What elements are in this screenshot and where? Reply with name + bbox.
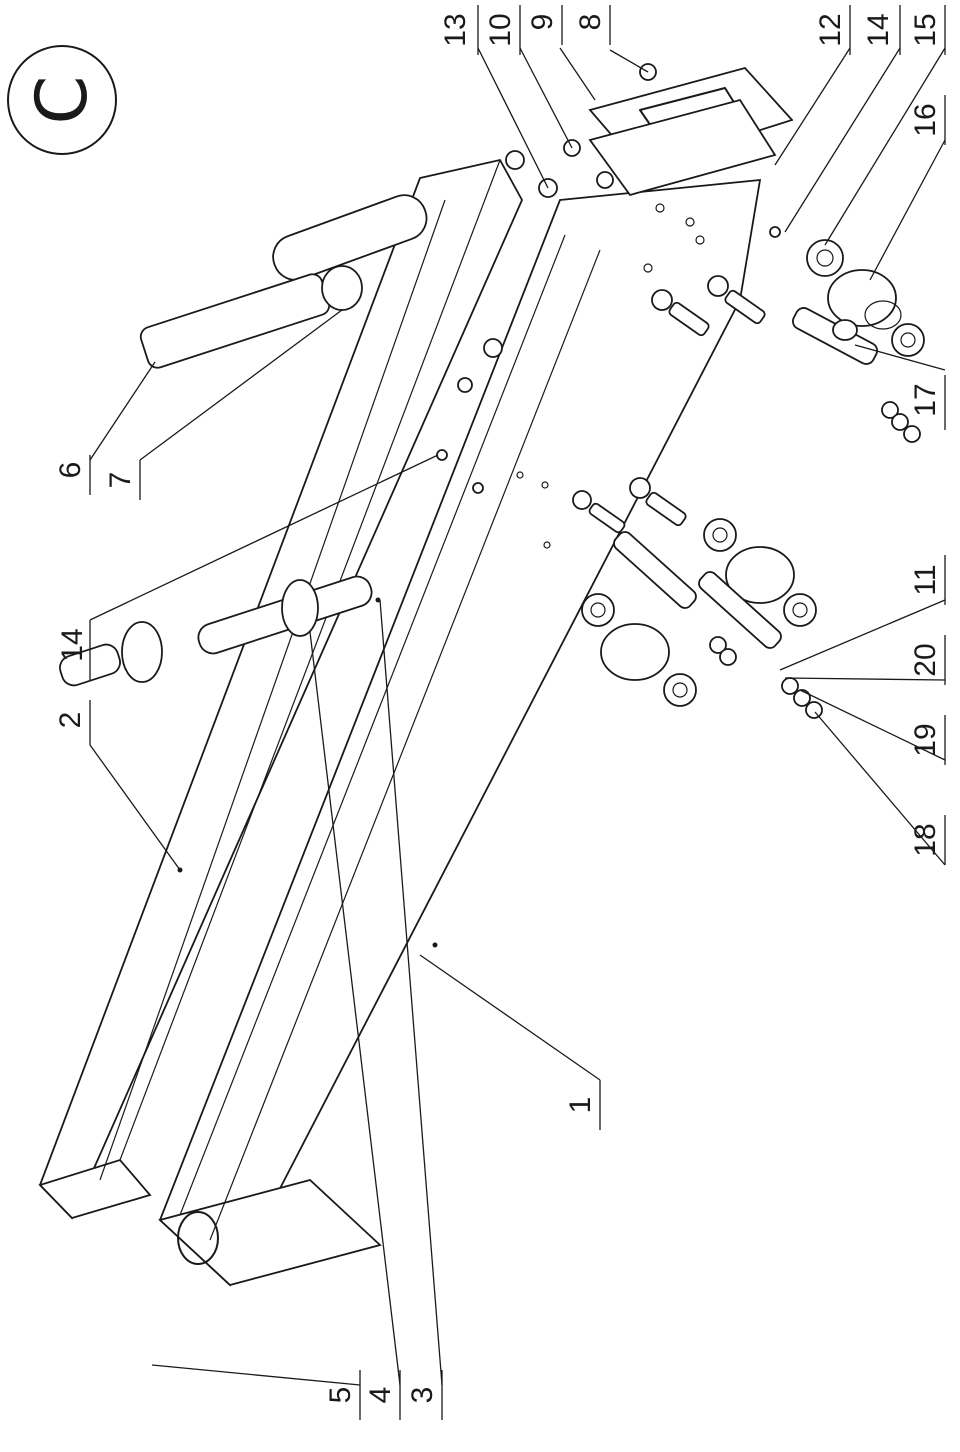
roller-cluster-lower [581,518,823,719]
callout-15: 15 [909,13,942,46]
callout-8: 8 [574,14,607,31]
callout-10: 10 [484,13,517,46]
callout-9: 9 [526,14,559,31]
callout-18: 18 [909,823,942,856]
callout-11: 11 [909,564,942,595]
bolts [436,63,781,534]
callout-17: 17 [909,383,942,416]
callouts: 1 2 14 6 7 5 4 3 13 [54,5,946,1420]
beam-part-1 [158,178,762,1287]
callout-7: 7 [104,472,137,489]
callout-14-left: 14 [56,628,89,661]
callout-3: 3 [406,1387,439,1404]
callout-16: 16 [909,103,942,136]
leader-lines [89,47,946,1386]
pin-part-6 [139,194,428,369]
sheet-label-badge: C [7,45,117,155]
beam-part-2 [38,158,524,1220]
callout-13: 13 [439,13,472,46]
callout-1: 1 [564,1097,597,1114]
callout-4: 4 [364,1387,397,1404]
callout-19: 19 [909,723,942,756]
callout-14-right: 14 [862,13,895,46]
end-plate-part-9 [588,66,794,197]
callout-6: 6 [54,462,87,479]
roller-cluster-upper [792,239,925,443]
callout-2: 2 [54,712,87,729]
sheet-label: C [21,76,103,125]
callout-20: 20 [909,643,942,676]
callout-5: 5 [324,1387,357,1404]
callout-12: 12 [814,13,847,46]
